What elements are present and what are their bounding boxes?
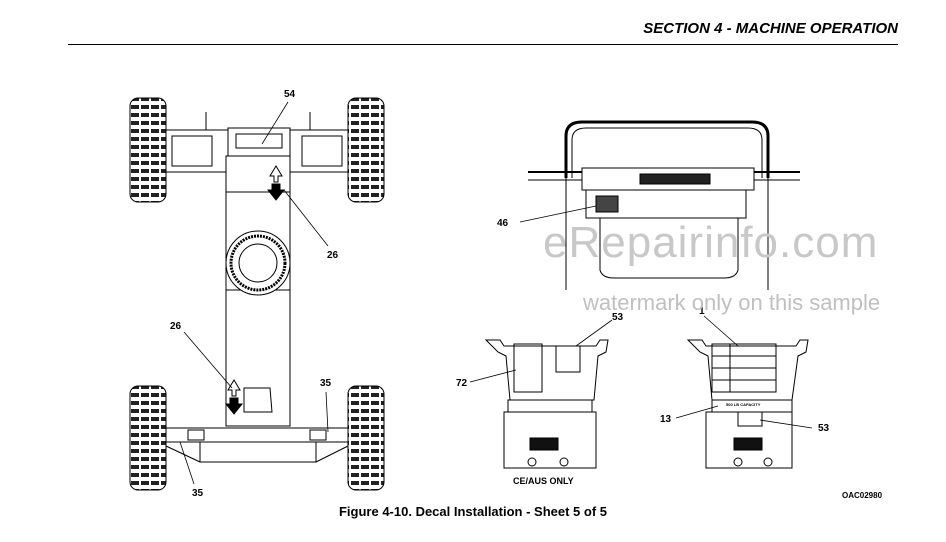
- figure-caption: Figure 4-10. Decal Installation - Sheet …: [338, 504, 608, 519]
- watermark-site: eRepairinfo.com: [543, 218, 879, 267]
- leader-lines-left: [179, 101, 329, 485]
- leader-lines-standard: [675, 315, 813, 429]
- capacity-decal-text: 500 LB CAPACITY: [726, 402, 761, 407]
- callout-1: 1: [699, 306, 705, 317]
- callout-35-lower: 35: [192, 488, 204, 499]
- control-box-standard: [686, 339, 809, 469]
- leader-lines-ce: [469, 319, 613, 383]
- direction-arrow-decal-front: [266, 165, 286, 201]
- section-header: SECTION 4 - MACHINE OPERATION: [643, 20, 898, 37]
- callout-54: 54: [284, 89, 296, 100]
- watermark-note: watermark only on this sample: [583, 290, 881, 315]
- callout-72: 72: [456, 378, 468, 389]
- callout-46: 46: [497, 218, 509, 229]
- callout-13: 13: [660, 414, 672, 425]
- direction-arrow-decal-rear: [224, 379, 244, 415]
- control-box-ce-aus: [484, 339, 609, 469]
- callout-26-lower: 26: [170, 321, 182, 332]
- figure-code: OAC02980: [842, 491, 883, 500]
- ce-aus-only-note: CE/AUS ONLY: [513, 476, 574, 486]
- leader-46: [519, 205, 597, 223]
- callout-35-upper: 35: [320, 378, 332, 389]
- header-rule: [68, 44, 898, 45]
- tire-rear-left: [129, 385, 167, 491]
- callout-26-upper: 26: [327, 250, 339, 261]
- callout-53-ce: 53: [612, 312, 624, 323]
- tire-front-left: [129, 97, 167, 203]
- platform-front-view: [528, 120, 800, 290]
- callout-53-standard: 53: [818, 423, 830, 434]
- tire-front-right: [347, 97, 385, 203]
- chassis-top-view: [129, 97, 385, 491]
- tire-rear-right: [347, 385, 385, 491]
